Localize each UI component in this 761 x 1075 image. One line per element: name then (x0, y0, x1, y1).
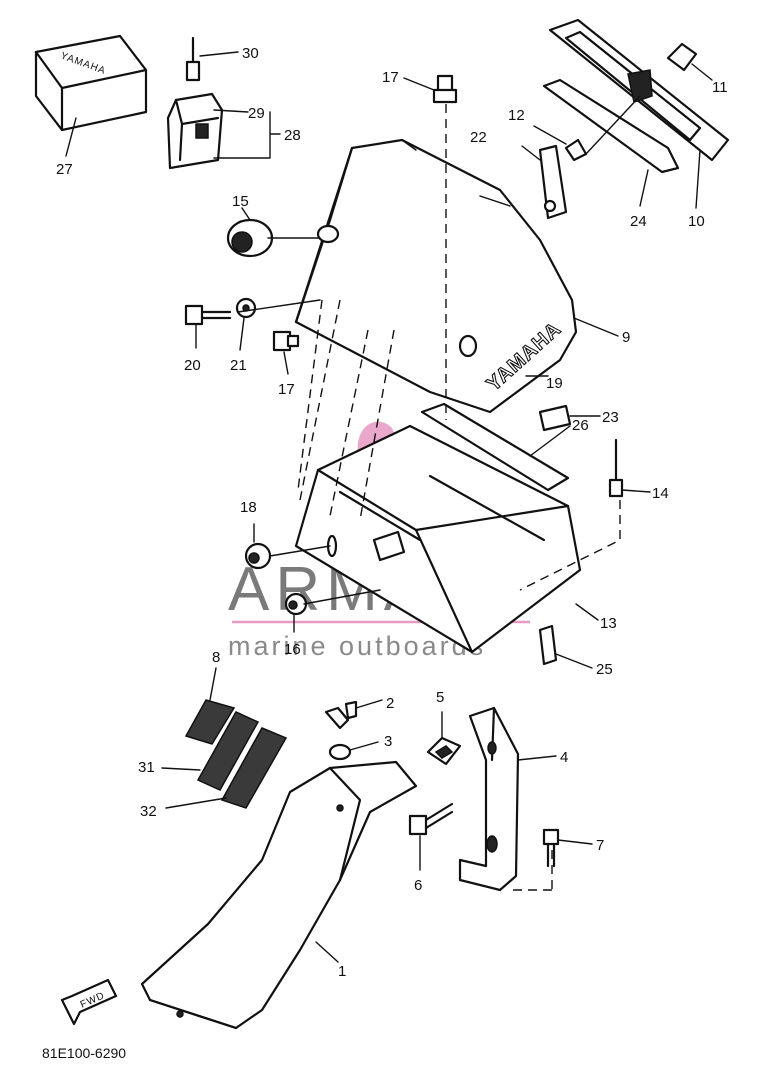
callout-30: 30 (242, 45, 259, 62)
callout-14: 14 (652, 485, 669, 502)
part-2-wingnut (324, 700, 358, 730)
callout-3: 3 (384, 733, 392, 750)
part-7-bolt (542, 828, 560, 868)
callout-24: 24 (630, 213, 647, 230)
callout-1: 1 (338, 963, 346, 980)
callout-17-top: 17 (382, 69, 399, 86)
part-32-pad (220, 727, 288, 809)
fwd-arrow: FWD (60, 978, 118, 1026)
part-16-grommet (284, 592, 308, 616)
callout-31: 31 (138, 759, 155, 776)
callout-4: 4 (560, 749, 568, 766)
assembly-lines (237, 95, 641, 891)
part-12-grommet (564, 138, 588, 162)
part-18-grommet (244, 542, 272, 570)
part-31-pad (196, 711, 260, 791)
callout-27: 27 (56, 161, 73, 178)
callout-28: 28 (284, 127, 301, 144)
part-24-gasket (542, 78, 680, 174)
callout-2: 2 (386, 695, 394, 712)
callout-19: 19 (546, 375, 563, 392)
part-11-plug (666, 42, 698, 72)
part-4-bracket (458, 706, 520, 892)
part-26-strip (420, 402, 570, 492)
part-20-bolt (184, 304, 232, 326)
callout-6: 6 (414, 877, 422, 894)
part-9-cowling: YAMAHA (294, 138, 578, 414)
callout-7: 7 (596, 837, 604, 854)
part-25-clip (538, 624, 558, 666)
part-27-cap: YAMAHA (34, 34, 148, 132)
callout-25: 25 (596, 661, 613, 678)
callout-29: 29 (248, 105, 265, 122)
watermark-subtitle: marine outboards (228, 631, 486, 661)
part-1-bracket (140, 760, 418, 1030)
part-8-pad (184, 699, 236, 745)
callout-17-side: 17 (278, 381, 295, 398)
callout-12: 12 (508, 107, 525, 124)
callout-9: 9 (622, 329, 630, 346)
callout-32: 32 (140, 803, 157, 820)
callout-5: 5 (436, 689, 444, 706)
callout-labels: 30 29 28 27 17 12 22 11 24 10 15 9 20 21… (56, 45, 728, 980)
callout-13: 13 (600, 615, 617, 632)
part-23-pad (538, 404, 572, 432)
callout-18: 18 (240, 499, 257, 516)
part-6-bolt (408, 802, 454, 836)
callout-11: 11 (712, 79, 728, 96)
callout-16: 16 (284, 641, 301, 658)
callout-20: 20 (184, 357, 201, 374)
callout-22: 22 (470, 129, 487, 146)
leader-lines (65, 51, 713, 963)
callout-23: 23 (602, 409, 619, 426)
part-17-side-screw (272, 330, 300, 352)
callout-15: 15 (232, 193, 249, 210)
callout-8: 8 (212, 649, 220, 666)
callout-26: 26 (572, 417, 589, 434)
part-17-top-screw (432, 74, 458, 104)
part-28-29-30-clip (166, 36, 224, 170)
part-22-bracket (538, 144, 568, 220)
drawing-code: 81E100-6290 (42, 1045, 126, 1061)
part-15-grommet (226, 218, 274, 258)
part-21-washer (235, 297, 257, 319)
part-3-washer (328, 743, 352, 761)
callout-21: 21 (230, 357, 247, 374)
part-10-handle (548, 18, 730, 162)
part-5-grommet (426, 736, 462, 766)
callout-10: 10 (688, 213, 705, 230)
part-14-pin (608, 438, 624, 498)
